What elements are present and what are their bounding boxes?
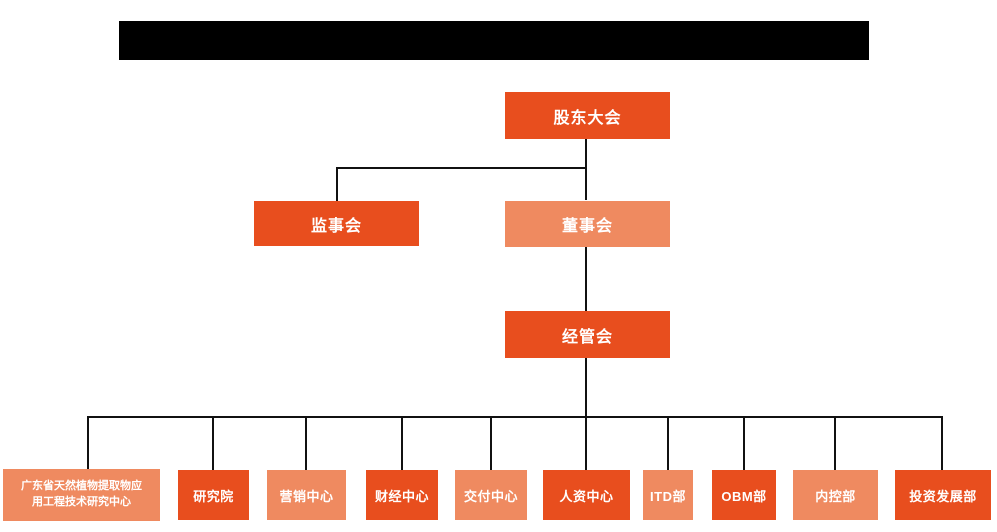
org-node-label-line2: 用工程技术研究中心 xyxy=(32,496,131,508)
org-node-label: 人资中心 xyxy=(559,488,614,504)
connector-drop-research-center xyxy=(87,416,89,470)
connector-management-to-bus xyxy=(585,358,587,417)
org-node-finance-center: 财经中心 xyxy=(366,470,438,520)
org-node-research-center: 广东省天然植物提取物应 用工程技术研究中心 xyxy=(3,469,160,521)
org-node-hr-center: 人资中心 xyxy=(543,470,630,520)
org-node-label: 营销中心 xyxy=(279,488,334,504)
connector-drop-marketing xyxy=(305,416,307,470)
org-node-label: 交付中心 xyxy=(463,488,518,504)
org-node-label: 投资发展部 xyxy=(909,488,977,504)
org-node-research-institute: 研究院 xyxy=(178,470,249,520)
org-node-label: 研究院 xyxy=(193,488,234,504)
connector-board-to-management xyxy=(585,247,587,311)
org-node-label: 广东省天然植物提取物应 用工程技术研究中心 xyxy=(21,479,142,511)
org-node-itd-department: ITD部 xyxy=(643,470,693,520)
org-node-shareholders-meeting: 股东大会 xyxy=(505,92,670,139)
org-node-obm-department: OBM部 xyxy=(712,470,776,520)
org-node-board-of-directors: 董事会 xyxy=(505,201,670,247)
connector-drop-delivery xyxy=(490,416,492,470)
org-node-delivery-center: 交付中心 xyxy=(455,470,527,520)
org-node-label: 监事会 xyxy=(310,217,362,235)
connector-branch-horizontal xyxy=(336,167,587,169)
connector-to-supervisory xyxy=(336,167,338,201)
connector-drop-research-institute xyxy=(212,416,214,470)
org-node-investment-development-department: 投资发展部 xyxy=(895,470,991,520)
connector-bus-horizontal xyxy=(87,416,943,418)
org-node-label: 股东大会 xyxy=(553,109,622,127)
org-node-label: OBM部 xyxy=(721,488,767,504)
org-node-label-line1: 广东省天然植物提取物应 xyxy=(21,480,142,493)
org-node-label: ITD部 xyxy=(650,488,686,504)
org-node-label: 财经中心 xyxy=(374,488,429,504)
org-node-management-committee: 经管会 xyxy=(505,311,670,358)
connector-drop-finance xyxy=(401,416,403,470)
org-node-label: 内控部 xyxy=(815,488,856,504)
connector-drop-investment xyxy=(941,416,943,470)
org-node-label: 经管会 xyxy=(561,328,613,346)
connector-drop-hr xyxy=(585,416,587,470)
org-node-marketing-center: 营销中心 xyxy=(267,470,346,520)
org-node-supervisory-board: 监事会 xyxy=(254,201,419,246)
connector-drop-internal-control xyxy=(834,416,836,470)
connector-shareholders-to-board xyxy=(585,139,587,200)
connector-drop-itd xyxy=(667,416,669,470)
connector-drop-obm xyxy=(743,416,745,470)
org-node-internal-control-department: 内控部 xyxy=(793,470,878,520)
redacted-title-bar xyxy=(119,21,869,60)
org-node-label: 董事会 xyxy=(561,218,613,235)
